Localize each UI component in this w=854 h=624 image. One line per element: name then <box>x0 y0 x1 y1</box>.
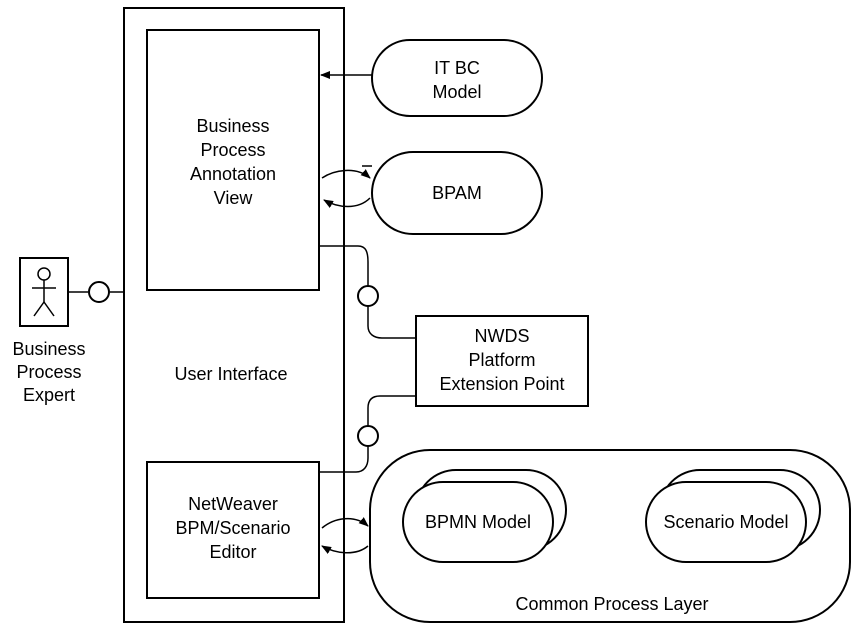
scenario-model: Scenario Model <box>645 469 821 563</box>
bpav-bpam-link <box>321 165 372 208</box>
actor-label-line-1: Business <box>12 339 85 359</box>
interface-circle-icon <box>88 281 110 303</box>
editor-cpl-link <box>321 517 369 554</box>
editor-label-line-1: NetWeaver <box>188 494 278 514</box>
editor-nwds-connector <box>319 395 416 473</box>
actor-label-line-2: Process <box>16 362 81 382</box>
editor-label-line-2: BPM/Scenario <box>175 518 290 538</box>
bpam: BPAM <box>371 151 543 235</box>
actor-ui-connector <box>68 281 124 303</box>
bpav-label-line-2: Process <box>200 140 265 160</box>
bpmn-model: BPMN Model <box>402 469 567 563</box>
interface-circle-icon <box>357 285 379 307</box>
bpav-label-line-1: Business <box>196 116 269 136</box>
nwds-label-line-1: NWDS <box>475 326 530 346</box>
actor-label-line-3: Expert <box>23 385 75 405</box>
interface-circle-icon <box>357 425 379 447</box>
scenario-model-label: Scenario Model <box>663 512 788 532</box>
common-process-layer: Common Process Layer BPMN Model Scenario… <box>369 449 851 623</box>
bpav-nwds-connector <box>319 245 416 339</box>
editor-label-line-3: Editor <box>209 542 256 562</box>
common-process-layer-label: Common Process Layer <box>515 594 708 614</box>
stick-figure-icon <box>32 267 56 317</box>
nwds-extension-point: NWDS Platform Extension Point <box>415 315 589 407</box>
it-bc-model: IT BC Model <box>371 39 543 117</box>
nwds-label-line-2: Platform <box>468 350 535 370</box>
user-interface-label: User Interface <box>174 364 287 384</box>
it-bc-label-line-2: Model <box>432 82 481 102</box>
bpav-label-line-4: View <box>214 188 254 208</box>
it-bc-label-line-1: IT BC <box>434 58 480 78</box>
netweaver-editor: NetWeaver BPM/Scenario Editor <box>146 461 320 599</box>
nwds-label-line-3: Extension Point <box>439 374 564 394</box>
bpam-label: BPAM <box>432 183 482 203</box>
bpmn-model-label: BPMN Model <box>425 512 531 532</box>
actor-business-process-expert: Business Process Expert <box>12 257 86 405</box>
bpav-label-line-3: Annotation <box>190 164 276 184</box>
business-process-annotation-view: Business Process Annotation View <box>146 29 320 291</box>
